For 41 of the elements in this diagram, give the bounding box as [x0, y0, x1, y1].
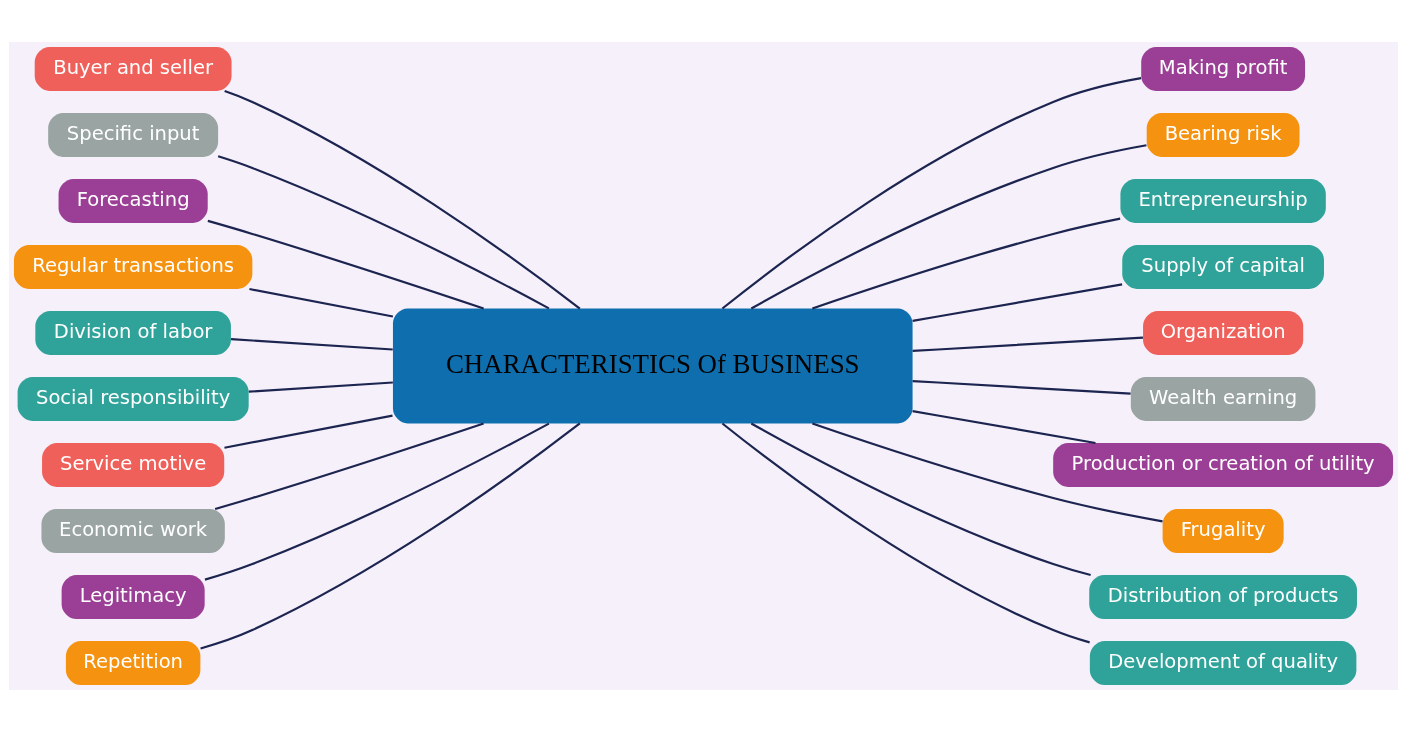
node-box: Specific input — [48, 112, 219, 157]
node-box: Division of labor — [35, 310, 231, 355]
connector — [812, 421, 1163, 522]
node-box: Service motive — [42, 442, 225, 487]
connector — [912, 282, 1123, 322]
connector — [750, 143, 1147, 309]
node-box: Wealth earning — [1130, 376, 1316, 421]
connector — [224, 414, 393, 449]
node-box: Distribution of products — [1089, 574, 1357, 619]
connector — [230, 337, 393, 351]
connector — [200, 422, 581, 650]
connector — [224, 89, 581, 309]
node-box: Legitimacy — [61, 574, 205, 619]
node-box: Economic work — [41, 508, 225, 553]
connector — [721, 76, 1142, 309]
connector — [812, 217, 1121, 310]
connector — [214, 421, 484, 510]
node-box: Production or creation of utility — [1053, 442, 1394, 487]
node-box: Bearing risk — [1146, 112, 1300, 157]
connector — [912, 409, 1096, 444]
connector — [750, 422, 1091, 576]
connector — [217, 154, 550, 309]
connector — [204, 422, 550, 581]
node-box: Entrepreneurship — [1120, 178, 1326, 223]
node-box: Making profit — [1141, 46, 1306, 91]
node-box: CHARACTERISTICS Of BUSINESS — [392, 308, 913, 423]
connector — [248, 380, 393, 393]
node-box: Development of quality — [1089, 640, 1357, 685]
connector — [207, 219, 484, 310]
connector — [912, 335, 1143, 352]
node-box: Repetition — [65, 640, 201, 685]
node-box: Forecasting — [58, 178, 208, 223]
connector — [249, 287, 394, 318]
node-box: Social responsibility — [17, 376, 249, 421]
node-box: Buyer and seller — [34, 46, 232, 91]
node-box: Supply of capital — [1122, 244, 1324, 289]
connector — [721, 422, 1090, 643]
connector — [912, 379, 1131, 395]
node-box: Frugality — [1162, 508, 1284, 553]
node-box: Organization — [1143, 310, 1304, 355]
node-box: Regular transactions — [13, 244, 253, 289]
